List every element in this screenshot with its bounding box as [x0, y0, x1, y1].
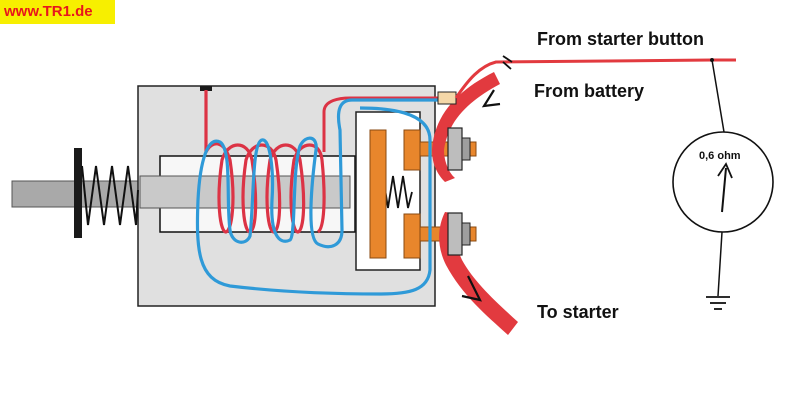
hold-in-coil-lead [322, 96, 444, 152]
upper-fixed-contact [403, 129, 421, 171]
starter-current-arrow [461, 275, 483, 302]
upper-nut [447, 127, 463, 171]
meter-needle [721, 167, 727, 213]
meter-lead-top [711, 59, 725, 133]
meter-needle-arrow-icon [717, 162, 733, 179]
starter-cable [439, 212, 518, 335]
starter-button-arrow [502, 55, 513, 70]
label-from-battery: From battery [534, 81, 645, 101]
plunger-end-plate [74, 148, 82, 238]
upper-washer [461, 137, 471, 161]
lower-fixed-contact [403, 213, 421, 259]
terminal-tab [437, 91, 457, 105]
pull-in-coil [195, 98, 444, 296]
ohm-meter [672, 131, 774, 233]
starter-button-wire [454, 58, 736, 99]
coil-lead-tab [200, 86, 212, 91]
lower-nut [447, 212, 463, 256]
hold-in-coil [204, 90, 326, 234]
battery-cable [432, 72, 500, 182]
meter-lead-ground [717, 231, 723, 297]
return-spring [81, 165, 139, 226]
label-to-starter: To starter [537, 302, 619, 322]
meter-reading: 0,6 ohm [699, 150, 741, 162]
battery-current-arrow [481, 89, 501, 108]
label-from-starter-button: From starter button [537, 29, 705, 49]
site-url: www.TR1.de [4, 3, 93, 20]
site-badge: www.TR1.de [0, 0, 115, 24]
contact-disc [369, 129, 387, 259]
lower-washer [461, 222, 471, 246]
